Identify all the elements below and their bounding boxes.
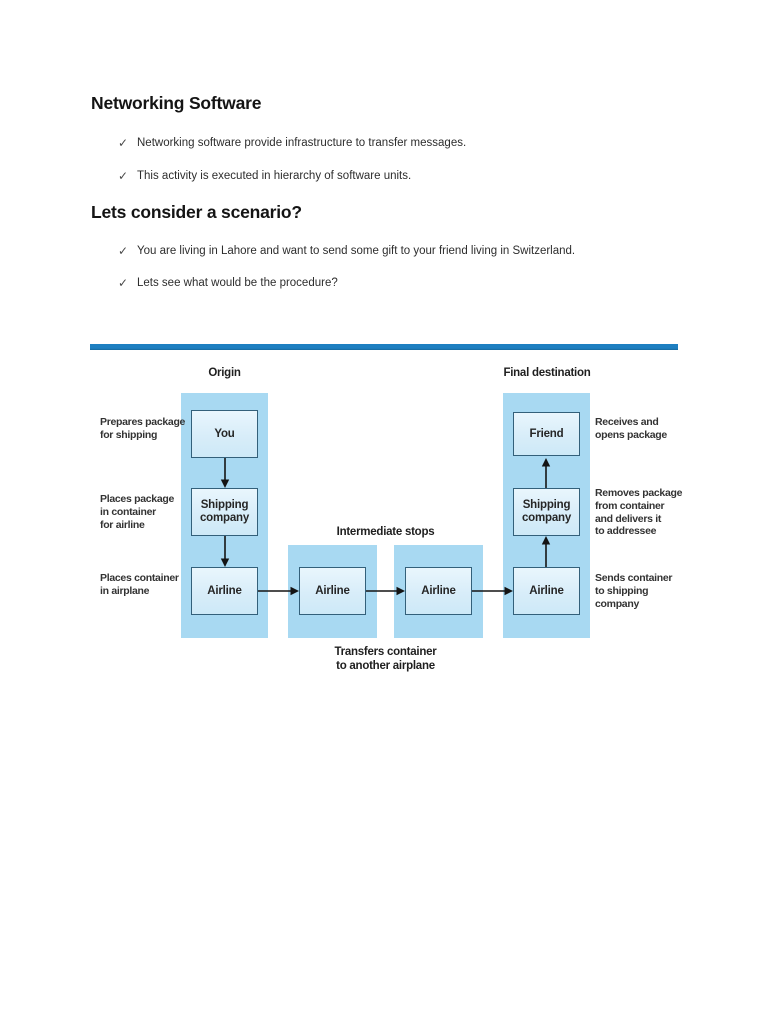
step-label-places-package: Places package in container for airline <box>100 493 175 531</box>
checkmark-icon: ✓ <box>118 276 129 290</box>
checkmark-icon: ✓ <box>118 136 129 150</box>
step-label-removes-package: Removes package from container and deliv… <box>595 487 683 538</box>
list-item: ✓ You are living in Lahore and want to s… <box>118 244 575 258</box>
node-shipping-company-right: Shipping company <box>513 488 580 536</box>
page-title: Networking Software <box>91 93 262 113</box>
step-label-sends-container: Sends container to shipping company <box>595 572 673 610</box>
node-shipping-company-left: Shipping company <box>191 488 258 536</box>
step-label-places-container: Places container in airplane <box>100 572 179 597</box>
final-destination-caption: Final destination <box>503 367 591 379</box>
list-item: ✓ This activity is executed in hierarchy… <box>118 169 411 183</box>
node-airline-intermediate-2: Airline <box>405 567 472 615</box>
divider-rule <box>90 344 678 350</box>
node-airline-intermediate-1: Airline <box>299 567 366 615</box>
bullet-text: You are living in Lahore and want to sen… <box>137 245 576 257</box>
checkmark-icon: ✓ <box>118 169 129 183</box>
checkmark-icon: ✓ <box>118 244 129 258</box>
node-airline-right: Airline <box>513 567 580 615</box>
step-label-prepares-package: Prepares package for shipping <box>100 416 186 441</box>
transfer-caption: Transfers container to another airplane <box>334 646 437 672</box>
shipping-flow-diagram: Origin Final destination Intermediate st… <box>0 360 768 690</box>
origin-caption: Origin <box>208 367 241 379</box>
node-airline-left: Airline <box>191 567 258 615</box>
section-title-scenario: Lets consider a scenario? <box>91 202 302 222</box>
bullet-text: Lets see what would be the procedure? <box>137 277 338 289</box>
intermediate-stops-caption: Intermediate stops <box>336 526 435 538</box>
bullet-text: Networking software provide infrastructu… <box>137 137 467 149</box>
node-friend: Friend <box>513 412 580 456</box>
list-item: ✓ Networking software provide infrastruc… <box>118 136 466 150</box>
list-item: ✓ Lets see what would be the procedure? <box>118 276 338 290</box>
step-label-receives-package: Receives and opens package <box>595 416 667 441</box>
node-you: You <box>191 410 258 458</box>
bullet-text: This activity is executed in hierarchy o… <box>137 170 412 182</box>
